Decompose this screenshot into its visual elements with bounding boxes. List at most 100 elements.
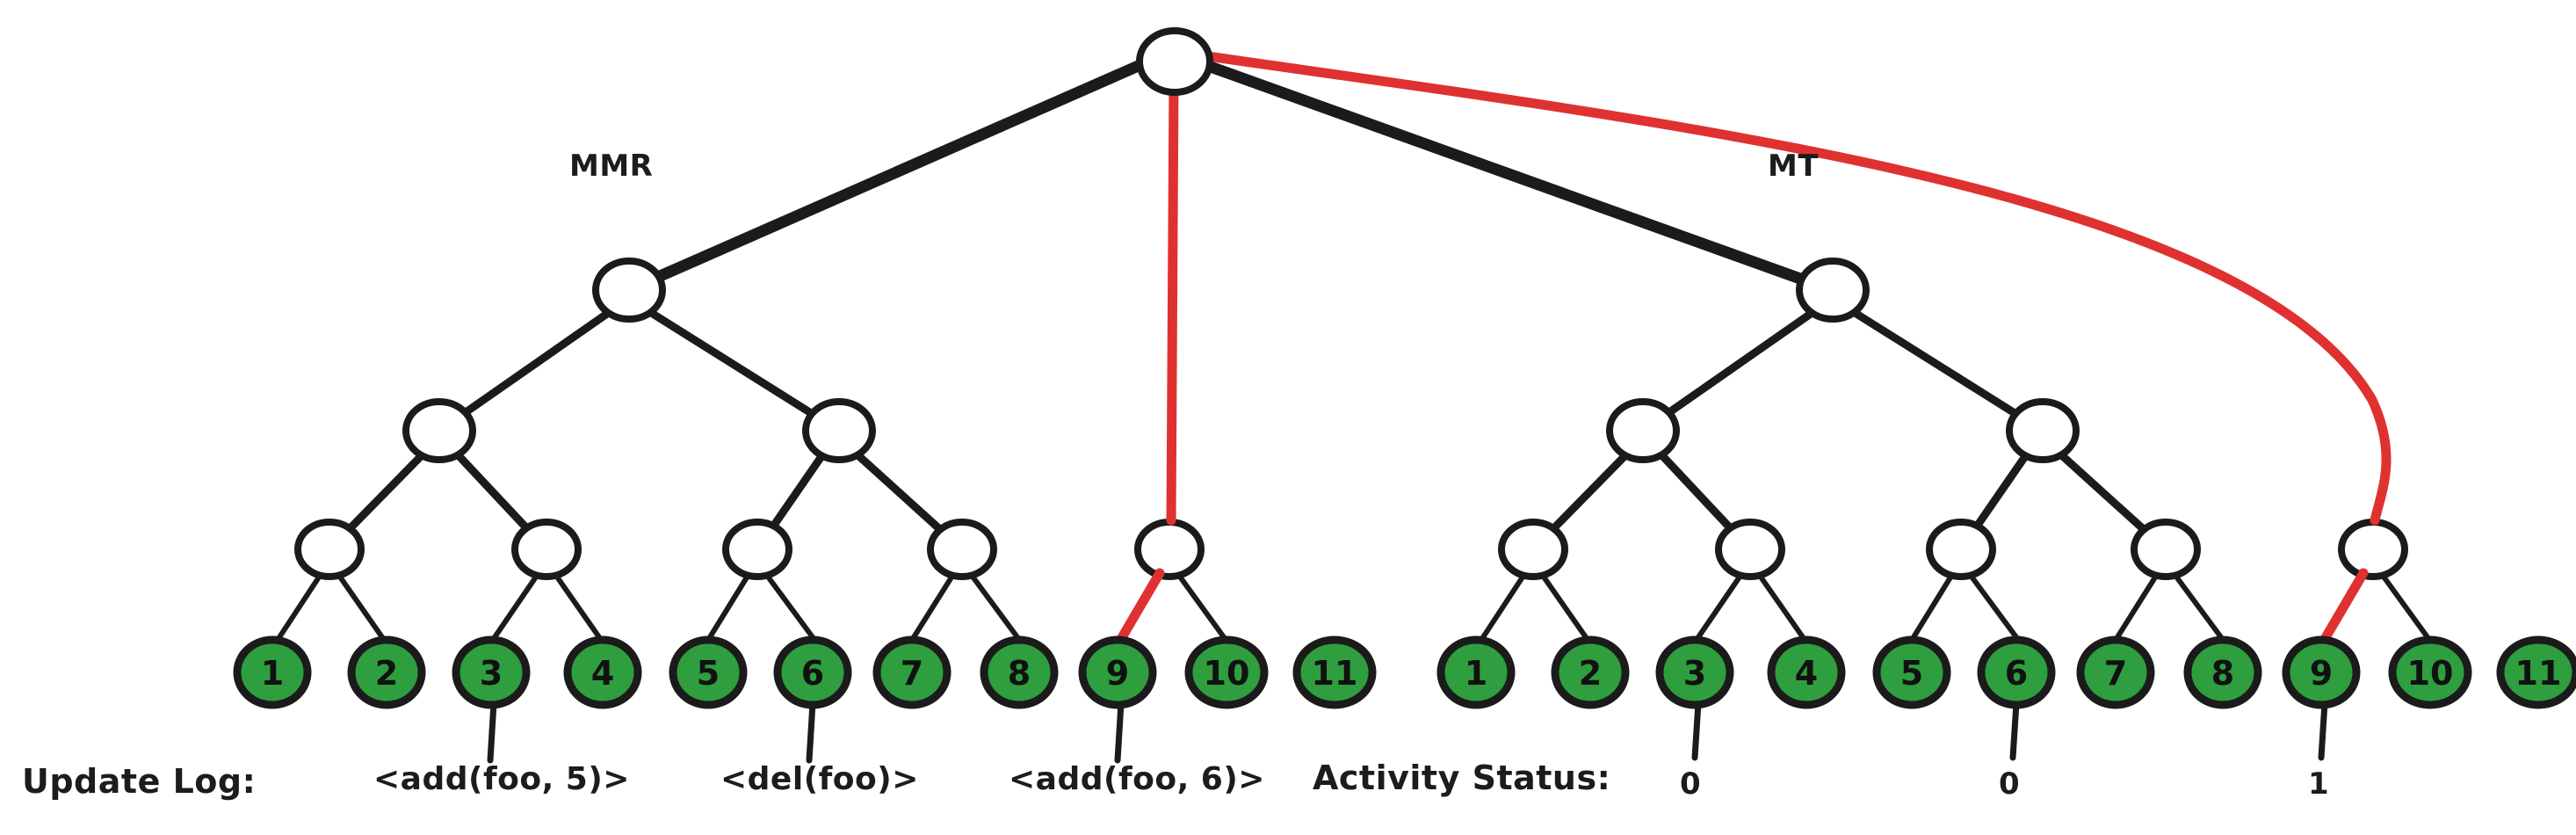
mmr-node-p2 (511, 519, 582, 580)
leaf-shape (773, 635, 852, 709)
mt-node-p1 (1498, 519, 1568, 580)
leaf-label: 10 (2407, 654, 2454, 693)
update-log-entry-3: <add(foo, 6)> (1009, 761, 1265, 797)
mmr-node-l2a (402, 398, 476, 463)
mmr-edges (277, 48, 1226, 640)
leaf-shape (2183, 635, 2262, 709)
mmr-node-p4 (927, 519, 997, 580)
leaf-label: 10 (1204, 654, 1250, 693)
leaf-label: 8 (2211, 654, 2234, 693)
leaf-label: 7 (2104, 654, 2127, 693)
mt-leaf-9[interactable]: 9 (2282, 635, 2361, 709)
mmr-node-p3 (722, 519, 792, 580)
mt-edges (1180, 52, 2430, 640)
mmr-leaf-6[interactable]: 6 (773, 635, 852, 709)
leaf-label: 8 (1008, 654, 1031, 693)
tick-mmr-leaf3 (487, 700, 497, 764)
edge-mmr-l1-right (641, 305, 843, 435)
mt-node-l2b (2006, 398, 2080, 463)
update-log-entry-2: <del(foo)> (720, 761, 919, 797)
activity-status-value-3: 1 (2308, 766, 2329, 802)
mt-node-p5 (2338, 519, 2408, 580)
mmr-leaf-8[interactable]: 8 (980, 635, 1059, 709)
tick-mt-leaf9 (2318, 700, 2328, 761)
mt-leaf-4[interactable]: 4 (1767, 635, 1846, 709)
leaf-label: 6 (801, 654, 824, 693)
leaf-shape (233, 635, 312, 709)
leaf-shape (1078, 635, 1157, 709)
mt-leaf-11[interactable]: 11 (2496, 635, 2576, 709)
leaf-label: 1 (1465, 654, 1487, 693)
edge-mt-p3-leaf6 (1966, 570, 2019, 640)
leaf-label: 4 (591, 654, 614, 693)
red-edge-mmr-p5-to-leaf9 (1116, 568, 1165, 644)
red-edge-root-to-mmr-p5 (1166, 76, 1179, 526)
mt-node-p2 (1715, 519, 1785, 580)
mt-leaf-2[interactable]: 2 (1551, 635, 1630, 709)
mmr-leaf-10[interactable]: 10 (1184, 635, 1269, 709)
leaf-label: 5 (1900, 654, 1923, 693)
leaf-label: 4 (1795, 654, 1818, 693)
edge-mmr-l1-left (435, 305, 618, 435)
leaf-shape (669, 635, 748, 709)
highlight-proof-path (1116, 50, 2391, 644)
edge-mt-p2-leaf4 (1755, 570, 1805, 640)
mt-leaf-3[interactable]: 3 (1655, 635, 1734, 709)
tick-mt-leaf6 (2009, 700, 2020, 761)
mmr-node-p5 (1134, 519, 1205, 580)
mt-node-p4 (2131, 519, 2201, 580)
leaf-label: 1 (261, 654, 284, 693)
edge-mmr-p4-leaf8 (967, 570, 1020, 640)
mmr-leaf-1[interactable]: 1 (233, 635, 312, 709)
edge-mmr-p1-leaf1 (277, 570, 324, 640)
mt-leaf-5[interactable]: 5 (1872, 635, 1951, 709)
activity-status-caption: Activity Status: (1313, 759, 1610, 797)
mt-status-ticks (1691, 700, 2328, 761)
update-log-caption: Update Log: (22, 762, 256, 801)
mt-leaf-6[interactable]: 6 (1977, 635, 2056, 709)
leaf-shape (452, 635, 531, 709)
leaf-shape (1872, 635, 1951, 709)
mt-leaf-8[interactable]: 8 (2183, 635, 2262, 709)
mmr-leaf-7[interactable]: 7 (872, 635, 952, 709)
mt-tree-label: MT (1768, 149, 1819, 184)
edge-mmr-p2-leaf3 (492, 570, 541, 640)
mmr-leaf-2[interactable]: 2 (347, 635, 426, 709)
leaf-label: 2 (1579, 654, 1602, 693)
activity-status-value-2: 0 (1999, 766, 2020, 802)
mmr-leaf-3[interactable]: 3 (452, 635, 531, 709)
mmr-leaf-11[interactable]: 11 (1292, 635, 1377, 709)
mt-leaf-1[interactable]: 1 (1436, 635, 1516, 709)
mt-internal-nodes (1498, 258, 2408, 580)
mmr-leaf-9[interactable]: 9 (1078, 635, 1157, 709)
leaf-shape (2282, 635, 2361, 709)
leaf-shape (1767, 635, 1846, 709)
leaf-shape (1551, 635, 1630, 709)
mt-leaf-10[interactable]: 10 (2388, 635, 2472, 709)
mmr-node-l2b (802, 398, 876, 463)
leaf-shape (2076, 635, 2155, 709)
leaf-shape (2496, 635, 2576, 709)
edge-mmr-p3-leaf6 (763, 570, 815, 640)
mmr-leaf-5[interactable]: 5 (669, 635, 748, 709)
leaf-shape (1184, 635, 1269, 709)
leaf-shape (872, 635, 952, 709)
shared-root-node (1136, 27, 1213, 96)
leaf-label: 9 (1106, 654, 1129, 693)
edge-mmr-p4-leaf7 (911, 570, 957, 640)
mt-node-l1 (1796, 258, 1870, 323)
activity-status-value-1: 0 (1680, 766, 1701, 802)
mt-node-l2a (1606, 398, 1680, 463)
leaf-shape (347, 635, 426, 709)
mmr-node-l1 (592, 258, 666, 323)
leaf-label: 11 (1312, 654, 1358, 693)
leaf-shape (563, 635, 642, 709)
mmr-leaf-4[interactable]: 4 (563, 635, 642, 709)
leaf-label: 6 (2005, 654, 2028, 693)
leaf-label: 7 (901, 654, 923, 693)
red-edge-mt-p5-to-leaf9 (2319, 568, 2369, 644)
edge-mmr-p1-leaf2 (335, 570, 385, 640)
mt-leaf-7[interactable]: 7 (2076, 635, 2155, 709)
tick-mmr-leaf6 (806, 700, 816, 764)
mt-node-p3 (1926, 519, 1996, 580)
